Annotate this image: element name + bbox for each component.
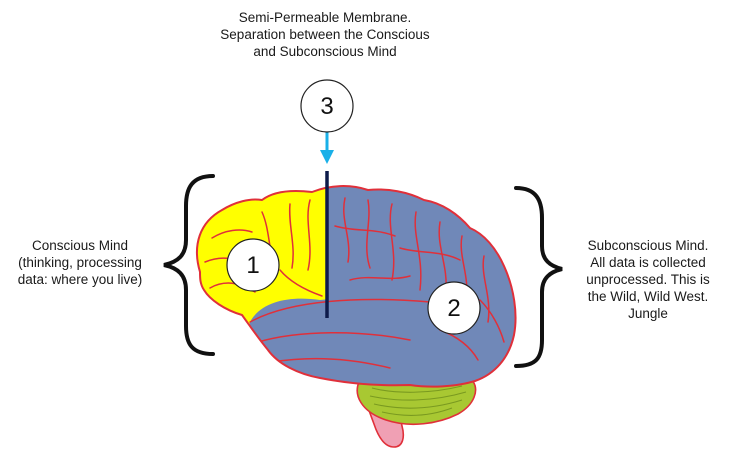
down-arrow-icon (320, 131, 334, 164)
left-brace (163, 174, 215, 356)
conscious-mind-caption: Conscious Mind (thinking, processing dat… (0, 237, 160, 288)
conscious-caption-line: Conscious Mind (31, 238, 129, 253)
conscious-caption-line: data: where you live) (17, 272, 143, 287)
right-brace (514, 186, 563, 368)
membrane-caption-line: and Subconscious Mind (253, 44, 397, 59)
marker-1-label: 1 (246, 252, 259, 279)
cerebrum (196, 186, 516, 387)
subconscious-caption-line: Subconscious Mind. (587, 238, 709, 253)
marker-3: 3 (300, 79, 354, 133)
membrane-caption-line: Separation between the Conscious (220, 27, 430, 42)
conscious-caption-line: (thinking, processing (18, 255, 142, 270)
marker-1: 1 (226, 238, 280, 292)
subconscious-caption-line: All data is collected (590, 255, 706, 270)
subconscious-mind-caption: Subconscious Mind. All data is collected… (578, 237, 718, 322)
subconscious-caption-line: unprocessed. This is (586, 272, 710, 287)
subconscious-caption-line: the Wild, Wild West. (587, 289, 709, 304)
membrane-caption-line: Semi-Permeable Membrane. (238, 10, 412, 25)
brain-outline (196, 185, 517, 388)
cerebellum-folds (369, 385, 467, 416)
marker-2-label: 2 (447, 295, 460, 322)
temporal-lobe (249, 296, 470, 387)
marker-3-label: 3 (320, 93, 333, 120)
marker-2: 2 (427, 281, 481, 335)
membrane-caption: Semi-Permeable Membrane. Separation betw… (180, 9, 470, 60)
subconscious-caption-line: Jungle (628, 306, 668, 321)
